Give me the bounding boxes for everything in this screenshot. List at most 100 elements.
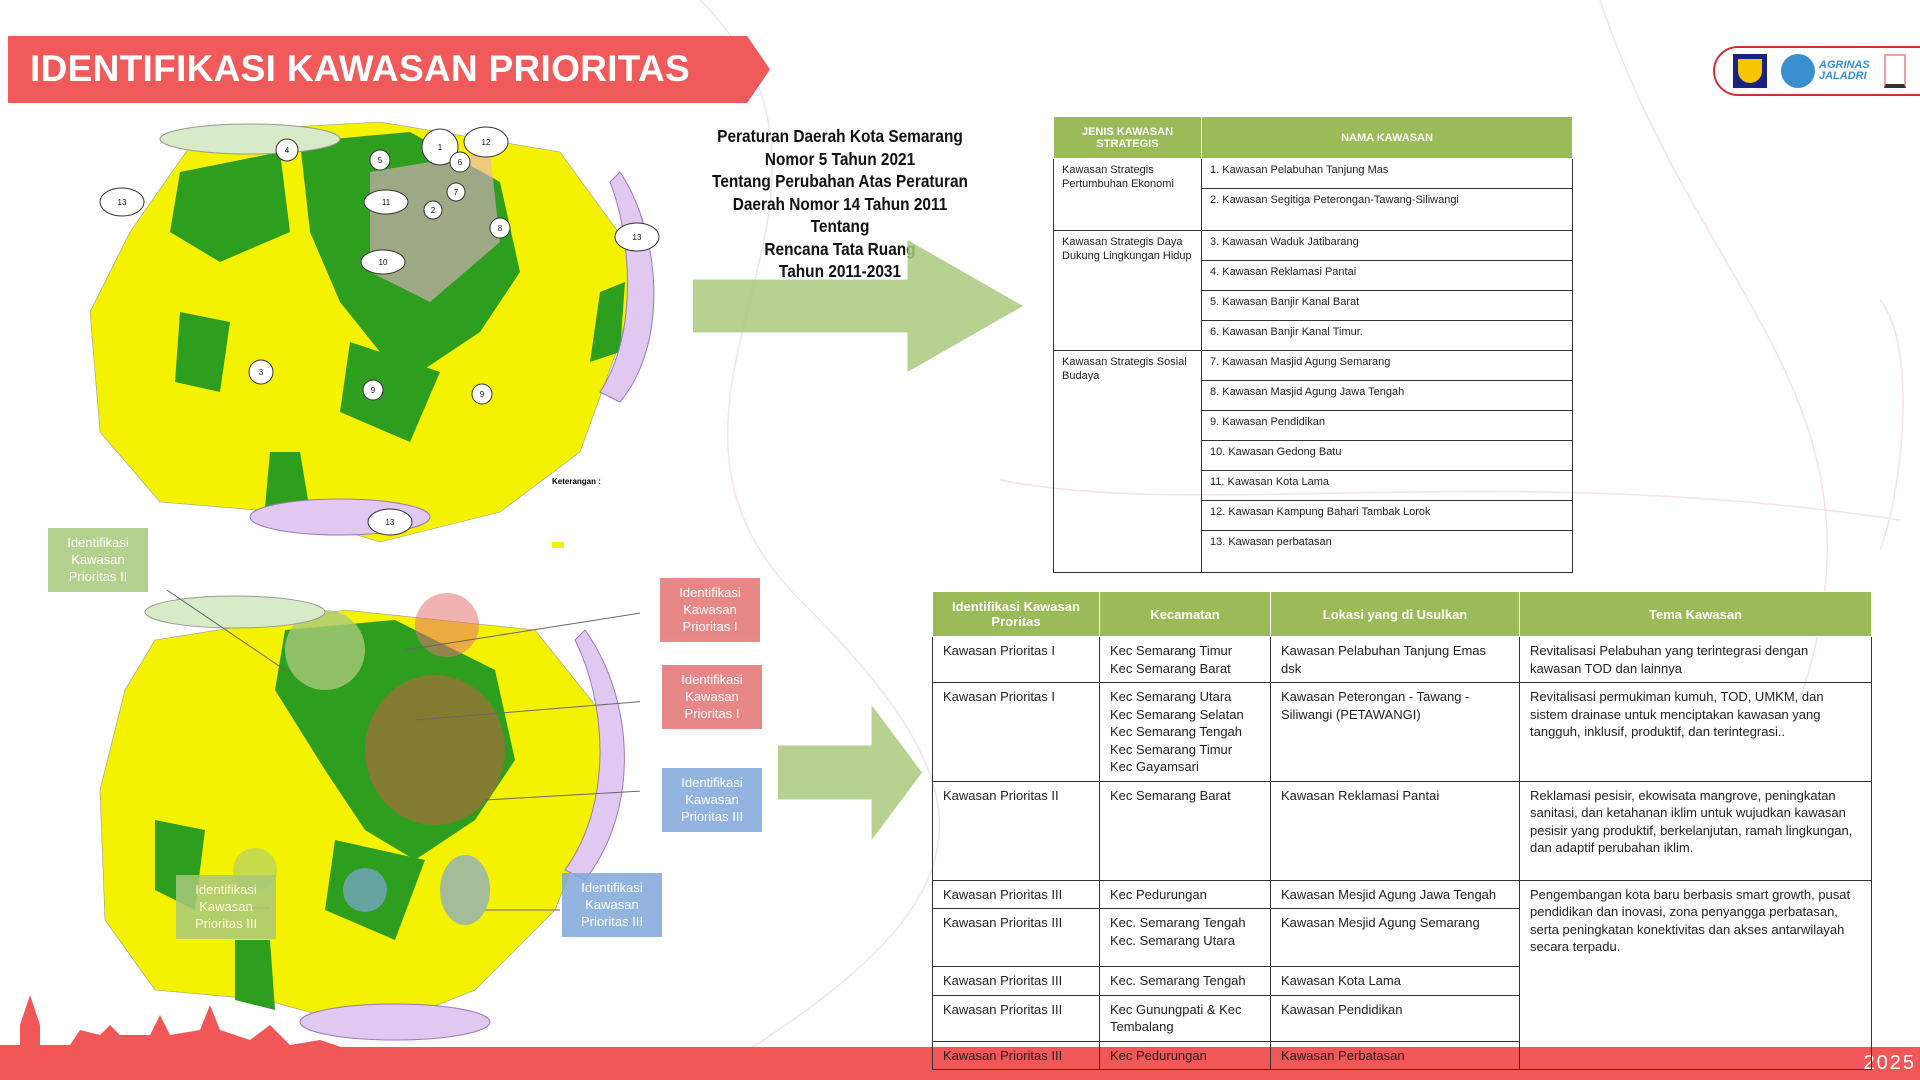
area-name: 11. Kawasan Kota Lama: [1201, 470, 1573, 501]
priority-zone-2: [285, 610, 365, 690]
cell-lokasi: Kawasan Pelabuhan Tanjung Emas dsk: [1270, 636, 1520, 683]
cell-kecamatan: Kec Semarang Timur Kec Semarang Barat: [1099, 636, 1271, 683]
area-name: 10. Kawasan Gedong Batu: [1201, 440, 1573, 471]
column-header: Identifikasi Kawasan Proritas: [932, 591, 1100, 637]
cell-kecamatan: Kec Semarang Barat: [1099, 780, 1271, 881]
cell-lokasi: Kawasan Reklamasi Pantai: [1270, 780, 1520, 881]
cell-kawasan: Kawasan Prioritas III: [932, 966, 1100, 996]
area-name: 4. Kawasan Reklamasi Pantai: [1201, 260, 1573, 291]
regulation-line: Tentang Perubahan Atas Peraturan: [712, 171, 968, 191]
cell-kecamatan: Kec Gunungpati & Kec Tembalang: [1099, 994, 1271, 1042]
regulation-line: Daerah Nomor 14 Tahun 2011 Tentang: [732, 193, 948, 237]
cell-kecamatan: Kec. Semarang Tengah Kec. Semarang Utara: [1099, 908, 1271, 967]
cell-tema: Reklamasi pesisir, ekowisata mangrove, p…: [1519, 780, 1872, 881]
cell-kecamatan: Kec. Semarang Tengah: [1099, 966, 1271, 996]
cell-kawasan: Kawasan Prioritas I: [932, 682, 1100, 782]
map-marker: 12: [482, 138, 491, 147]
area-name: 7. Kawasan Masjid Agung Semarang: [1201, 350, 1573, 381]
kawasan-lingkungan: [159, 123, 341, 155]
column-header: Kecamatan: [1099, 591, 1271, 637]
cell-lokasi: Kawasan Mesjid Agung Jawa Tengah: [1270, 879, 1520, 909]
map-marker: 8: [498, 224, 503, 233]
cell-kecamatan: Kec Pedurungan: [1099, 879, 1271, 909]
page-title: IDENTIFIKASI KAWASAN PRIORITAS: [30, 48, 690, 89]
column-header: Lokasi yang di Usulkan: [1270, 591, 1520, 637]
opportunity-zone: [235, 940, 275, 1010]
map-marker: 7: [454, 188, 459, 197]
priority-area-table: Identifikasi Kawasan Proritas Kecamatan …: [932, 591, 1872, 1070]
label-prioritas-3: Identifikasi Kawasan Prioritas III: [562, 873, 662, 937]
top-map: 1 2 3 4 5 6 7 8 9 9 10 11 12 13 13 13 Ke…: [89, 121, 660, 548]
label-prioritas-3: Identifikasi Kawasan Prioritas III: [662, 768, 762, 832]
regulation-line: Tahun 2011-2031: [778, 261, 902, 281]
area-name: 6. Kawasan Banjir Kanal Timur.: [1201, 320, 1573, 351]
title-banner: IDENTIFIKASI KAWASAN PRIORITAS: [8, 36, 770, 103]
cell-tema: Revitalisasi Pelabuhan yang terintegrasi…: [1519, 636, 1872, 683]
column-header: JENIS KAWASAN STRATEGIS: [1053, 116, 1202, 159]
cell-tema: Pengembangan kota baru berbasis smart gr…: [1519, 879, 1872, 1070]
pu-logo: [1733, 54, 1767, 88]
map-marker: 9: [480, 390, 485, 399]
map-marker: 5: [378, 156, 383, 165]
opportunity-zone: [340, 342, 440, 442]
cell-tema: Revitalisasi permukiman kumuh, TOD, UMKM…: [1519, 682, 1872, 782]
priority-zone-1: [365, 675, 505, 825]
column-header: Tema Kawasan: [1519, 591, 1872, 637]
map-marker: 3: [259, 368, 264, 377]
map-marker: 13: [118, 198, 127, 207]
label-prioritas-1: Identifikasi Kawasan Prioritas I: [662, 665, 762, 729]
kawasan-perbatasan: [299, 1003, 491, 1041]
map-marker: 13: [633, 233, 642, 242]
area-name: 3. Kawasan Waduk Jatibarang: [1201, 230, 1573, 261]
area-name: 2. Kawasan Segitiga Peterongan-Tawang-Si…: [1201, 188, 1573, 231]
priority-zone-3: [440, 855, 490, 925]
map-marker: 10: [379, 258, 388, 267]
cell-lokasi: Kawasan Pendidikan: [1270, 994, 1520, 1042]
regulation-line: Peraturan Daerah Kota Semarang: [717, 126, 963, 146]
area-name: 12. Kawasan Kampung Bahari Tambak Lorok: [1201, 500, 1573, 531]
map-marker: 11: [382, 198, 391, 207]
opportunity-zone: [590, 282, 625, 362]
map-marker: 2: [431, 206, 436, 215]
cell-lokasi: Kawasan Kota Lama: [1270, 966, 1520, 996]
area-name: 9. Kawasan Pendidikan: [1201, 410, 1573, 441]
cell-kecamatan: Kec Semarang Utara Kec Semarang Selatan …: [1099, 682, 1271, 782]
kawasan-lingkungan: [144, 595, 326, 629]
cell-kawasan: Kawasan Prioritas I: [932, 636, 1100, 683]
city-skyline-icon: [0, 995, 440, 1080]
column-header: NAMA KAWASAN: [1201, 116, 1573, 159]
cell-kawasan: Kawasan Prioritas II: [932, 780, 1100, 881]
area-type: Kawasan Strategis Pertumbuhan Ekonomi: [1053, 158, 1202, 231]
priority-zone-3: [343, 868, 387, 912]
cell-kawasan: Kawasan Prioritas III: [932, 994, 1100, 1042]
area-name: 1. Kawasan Pelabuhan Tanjung Mas: [1201, 158, 1573, 189]
cell-kecamatan: Kec Pedurungan: [1099, 1040, 1271, 1070]
opportunity-zone: [175, 312, 230, 392]
area-name: 8. Kawasan Masjid Agung Jawa Tengah: [1201, 380, 1573, 411]
regulation-line: Rencana Tata Ruang: [764, 238, 916, 259]
opportunity-zone: [265, 452, 310, 512]
regulation-line: Nomor 5 Tahun 2021: [764, 148, 916, 169]
area-name: 13. Kawasan perbatasan: [1201, 530, 1573, 573]
cell-lokasi: Kawasan Mesjid Agung Semarang: [1270, 908, 1520, 967]
map-marker: 1: [438, 143, 443, 152]
cell-kawasan: Kawasan Prioritas III: [932, 908, 1100, 967]
cell-lokasi: Kawasan Perbatasan: [1270, 1040, 1520, 1070]
map-marker: 13: [386, 518, 395, 527]
legend-swatch-challenges: [552, 542, 564, 548]
opportunity-zone: [170, 152, 290, 262]
cell-kawasan: Kawasan Prioritas III: [932, 879, 1100, 909]
area-type: Kawasan Strategis Daya Dukung Lingkungan…: [1053, 230, 1202, 351]
label-prioritas-2: Identifikasi Kawasan Prioritas II: [48, 528, 148, 592]
map-marker: 4: [285, 146, 290, 155]
